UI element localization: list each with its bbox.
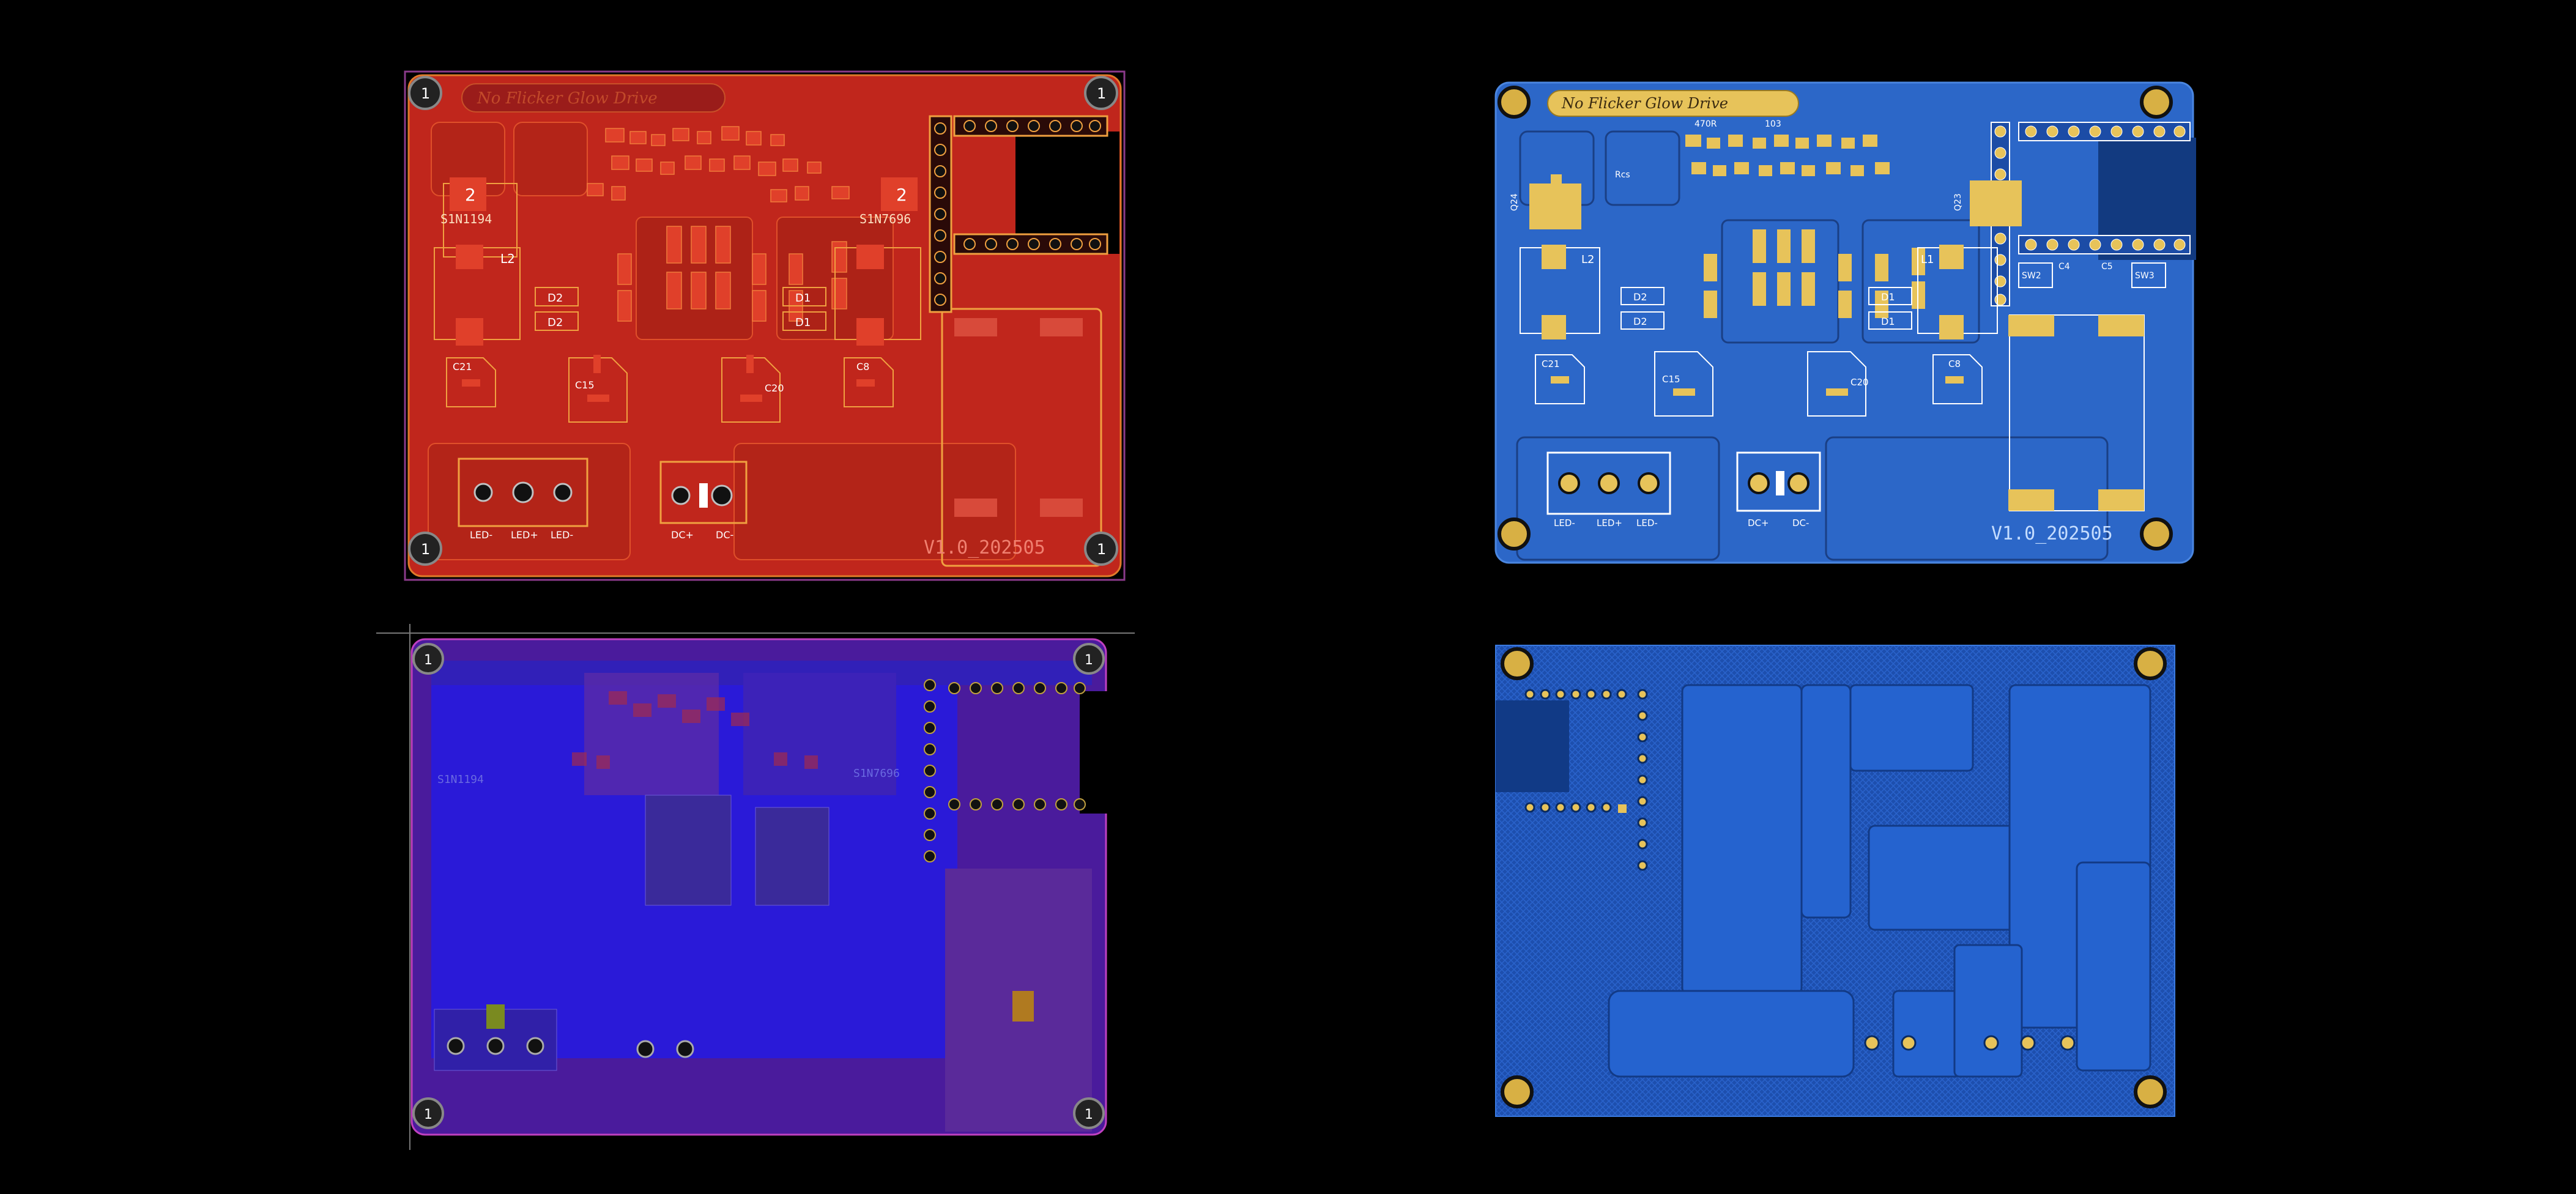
pcb-view-bottom[interactable] — [1471, 639, 2193, 1135]
board-title: No Flicker Glow Drive — [477, 89, 658, 108]
mount-holes — [1501, 647, 2167, 1108]
cap-103: 103 — [1765, 119, 1781, 129]
led-label-2: LED+ — [511, 529, 538, 541]
cap-c5: C5 — [2101, 262, 2113, 272]
svg-text:S1N1194: S1N1194 — [437, 773, 484, 786]
svg-text:DC-: DC- — [1792, 517, 1809, 528]
svg-text:LED+: LED+ — [1597, 517, 1622, 528]
diode-d2b: D2 — [547, 316, 563, 329]
svg-text:S1N7696: S1N7696 — [853, 767, 900, 780]
led-label-3: LED- — [551, 529, 573, 541]
board-title: No Flicker Glow Drive — [1561, 95, 1728, 112]
svg-text:LED-: LED- — [1636, 517, 1658, 528]
svg-text:C15: C15 — [1662, 374, 1680, 385]
part-left: S1N1194 — [440, 212, 492, 226]
switch-sw2: SW2 — [2022, 271, 2041, 281]
mount-holes — [412, 643, 1105, 1129]
pcb-view-top-red[interactable]: No Flicker Glow Drive — [404, 70, 1126, 581]
diode-d2a: D2 — [547, 292, 563, 305]
svg-text:D1: D1 — [1881, 316, 1895, 327]
designator-u-right: 2 — [896, 185, 907, 205]
version-label: V1.0_202505 — [924, 537, 1045, 558]
svg-text:1: 1 — [424, 653, 432, 668]
cap-c15: C15 — [575, 379, 595, 391]
svg-text:D2: D2 — [1633, 316, 1647, 327]
inductor-l1: L1 — [1921, 253, 1934, 266]
pcb-view-all-layers[interactable]: S1N1194 S1N7696 V1.0_202505 1 1 1 1 — [376, 624, 1135, 1150]
cap-c21: C21 — [453, 361, 472, 373]
inductor-l2: L2 — [500, 251, 515, 266]
mount-holes — [1498, 86, 2173, 551]
inductor-l2: L2 — [1581, 253, 1594, 266]
cap-c8: C8 — [856, 361, 869, 373]
svg-text:DC+: DC+ — [1748, 517, 1769, 528]
svg-text:1: 1 — [1097, 541, 1106, 558]
svg-text:C8: C8 — [1948, 358, 1961, 369]
svg-text:1: 1 — [424, 1107, 432, 1122]
rcs-left: Rcs — [1615, 170, 1630, 180]
svg-text:1: 1 — [1085, 1107, 1093, 1122]
part-right: S1N7696 — [859, 212, 911, 226]
dc-label-1: DC+ — [671, 529, 694, 541]
resistor-470r: 470R — [1694, 119, 1717, 129]
cap-c4: C4 — [2058, 262, 2070, 272]
pcb-view-top-blue[interactable]: No Flicker Glow Drive — [1483, 70, 2218, 596]
title-plate — [1547, 90, 1799, 117]
diode-d1a: D1 — [795, 292, 811, 305]
cap-c20: C20 — [765, 382, 784, 394]
svg-text:1: 1 — [421, 541, 430, 558]
led-label-1: LED- — [470, 529, 492, 541]
transistor-q23: Q23 — [1953, 193, 1963, 211]
dc-label-2: DC- — [716, 529, 733, 541]
svg-text:C21: C21 — [1542, 358, 1560, 369]
svg-text:C20: C20 — [1850, 377, 1869, 388]
svg-text:D2: D2 — [1633, 291, 1647, 303]
svg-text:LED-: LED- — [1554, 517, 1575, 528]
designator-u-left: 2 — [465, 185, 476, 205]
title-plate — [461, 83, 726, 113]
svg-text:1: 1 — [1085, 653, 1093, 668]
mount-holes — [408, 76, 1118, 566]
svg-text:1: 1 — [421, 85, 430, 102]
svg-text:V1.0_202505: V1.0_202505 — [1991, 523, 2113, 544]
svg-text:1: 1 — [1097, 85, 1106, 102]
svg-text:D1: D1 — [1881, 291, 1895, 303]
version-label: V1.0_202505 — [743, 1051, 748, 1053]
diode-d1b: D1 — [795, 316, 811, 329]
transistor-q24: Q24 — [1510, 193, 1520, 211]
switch-sw3: SW3 — [2135, 271, 2155, 281]
